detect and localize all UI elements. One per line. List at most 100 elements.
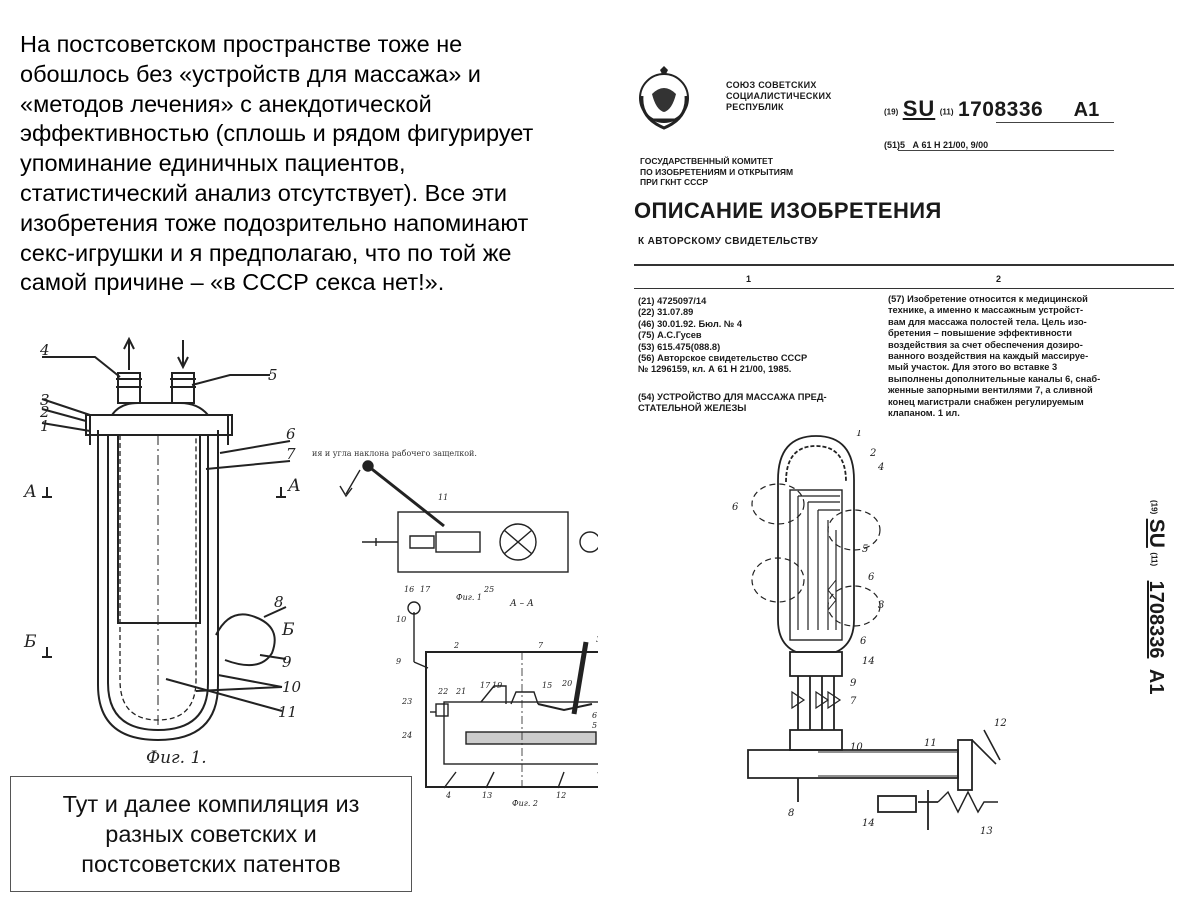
patent-page: СОЮЗ СОВЕТСКИХ СОЦИАЛИСТИЧЕСКИХ РЕСПУБЛИ…: [598, 30, 1200, 900]
patent-number: (19) SU (11) 1708336 A1: [884, 96, 1099, 122]
label-4: 4: [39, 341, 50, 359]
committee-line: ПО ИЗОБРЕТЕНИЯМ И ОТКРЫТИЯМ: [640, 166, 794, 177]
mid-label-5: 5: [592, 721, 597, 730]
biblio-line: (53) 615.475(088.8): [638, 341, 721, 352]
right-label-12: 12: [994, 718, 1007, 729]
document-subtitle: К АВТОРСКОМУ СВИДЕТЕЛЬСТВУ: [638, 236, 819, 247]
committee-line: ГОСУДАРСТВЕННЫЙ КОМИТЕТ: [640, 156, 773, 166]
right-label-1: 1: [856, 430, 862, 439]
right-label-7: 7: [850, 696, 857, 707]
column-1-number: 1: [746, 274, 752, 284]
mid-label-10: 10: [396, 615, 406, 624]
abstract-line: ванного воздействия на каждый массируе-: [888, 351, 1089, 362]
ipc-value: А 61 Н 21/00, 9/00: [912, 140, 989, 150]
mid-label-17: 17: [420, 585, 431, 594]
compilation-note-text: Тут и далее компиляция из разных советск…: [62, 791, 360, 877]
right-label-6b: 6: [868, 572, 875, 583]
ipc-underline: [898, 150, 1114, 151]
fig-middle-fig2-caption: Фиг. 2: [512, 799, 538, 808]
abstract-line: выполнены дополнительные каналы 6, снаб-: [888, 373, 1101, 384]
mid-label-9: 9: [396, 657, 401, 666]
figure-massager-drawing: 1 2 4 6 5 6 3 6 14 9 7 10 11 12 8 14 13: [732, 430, 1007, 837]
right-label-5: 5: [862, 544, 868, 555]
ipc-class: (51)5 А 61 Н 21/00, 9/00: [884, 140, 988, 150]
committee-line: ПРИ ГКНТ СССР: [640, 177, 709, 187]
intro-line: На постсоветском пространстве тоже не: [20, 31, 463, 57]
intro-line: упоминание единичных пациентов,: [20, 150, 406, 177]
abstract-line: воздействия за счет обеспечения дозиро-: [888, 339, 1083, 350]
right-label-3: 3: [878, 600, 884, 611]
committee-label: ГОСУДАРСТВЕННЫЙ КОМИТЕТ ПО ИЗОБРЕТЕНИЯМ …: [640, 156, 840, 188]
abstract-line: мый участок. Для этого во вставке 3: [888, 362, 1058, 373]
mid-label-16: 16: [404, 585, 414, 594]
ussr-emblem-icon: [639, 66, 689, 130]
right-label-4: 4: [877, 462, 884, 473]
right-label-14b: 14: [862, 818, 875, 829]
ussr-line: РЕСПУБЛИК: [726, 102, 784, 112]
ussr-line: СОЦИАЛИСТИЧЕСКИХ: [726, 91, 832, 101]
mid-label-6: 6: [592, 711, 597, 720]
label-6: 6: [286, 425, 296, 443]
mid-label-2: 2: [453, 641, 459, 650]
patno-underline: [996, 122, 1114, 123]
label-2: 2: [39, 403, 50, 421]
vertical-patent-number-value: 1708336: [1145, 580, 1167, 659]
mid-label-15: 15: [542, 681, 552, 690]
ussr-line: СОЮЗ СОВЕТСКИХ: [726, 80, 817, 90]
intro-line: изобретения тоже подозрительно напоминаю…: [20, 209, 529, 236]
section-a-right: А: [287, 476, 301, 496]
abstract-line: бретения – повышение эффективности: [888, 328, 1072, 339]
mid-label-17b: 17: [480, 681, 491, 690]
mid-label-7: 7: [538, 641, 544, 650]
label-8: 8: [274, 593, 284, 611]
fig-middle-fig1-caption: Фиг. 1: [456, 593, 482, 602]
divider-top: [634, 264, 1174, 266]
vertical-patent-number: (19) SU (11) 1708336 A1: [1134, 500, 1168, 840]
right-label-8: 8: [788, 808, 794, 819]
abstract-line: технике, а именно к массажным устройст-: [888, 305, 1084, 316]
figure-lever-drawing: ия и угла наклона рабочего защелкой. 11: [312, 449, 667, 808]
right-label-14a: 14: [862, 656, 875, 667]
figure-vessel-drawing: 4 5 3 2 1 6 7 8 9 10 11 А А Б Б Фиг. 1.: [23, 336, 302, 768]
mid-label-25: 25: [483, 585, 494, 594]
abstract-line: (57) Изобретение относится к медицинской: [888, 294, 1088, 304]
patent-kind: A1: [1073, 99, 1100, 121]
label-7: 7: [286, 445, 296, 463]
code-19: (19): [884, 107, 899, 117]
intro-line: самой причине – «в СССР секса нет!».: [20, 269, 445, 296]
ussr-label: СОЮЗ СОВЕТСКИХ СОЦИАЛИСТИЧЕСКИХ РЕСПУБЛИ…: [726, 80, 846, 113]
bibliographic-data: (21) 4725097/14 (22) 31.07.89 (46) 30.01…: [638, 296, 848, 376]
abstract-line: конец магистрали снабжен регулируемым: [888, 396, 1084, 407]
mid-label-4: 4: [445, 791, 451, 800]
intro-line: обошлось без «устройств для массажа» и: [20, 60, 481, 87]
biblio-line: (75) А.С.Гусев: [638, 330, 702, 341]
biblio-line: (21) 4725097/14: [638, 296, 707, 306]
intro-line: эффективностью (сплошь и рядом фигурируе…: [20, 120, 534, 147]
right-label-11: 11: [924, 738, 937, 749]
vertical-patent-kind: A1: [1145, 668, 1167, 695]
label-1: 1: [40, 417, 50, 435]
biblio-line: (22) 31.07.89: [638, 307, 694, 318]
mid-label-21: 21: [455, 687, 466, 696]
right-label-13: 13: [980, 826, 993, 837]
invention-title-line: (54) УСТРОЙСТВО ДЛЯ МАССАЖА ПРЕД-: [638, 392, 827, 402]
right-label-2: 2: [869, 448, 876, 459]
abstract: (57) Изобретение относится к медицинской…: [888, 294, 1116, 419]
mid-label-12: 12: [556, 791, 566, 800]
label-11: 11: [278, 703, 297, 721]
country-code: SU: [902, 96, 936, 121]
vertical-code-11: (11): [1149, 552, 1159, 567]
section-b-left: Б: [23, 632, 37, 652]
biblio-line: № 1296159, кл. А 61 Н 21/00, 1985.: [638, 364, 792, 375]
mid-label-11: 11: [438, 493, 448, 502]
abstract-line: женные запорными вентилями 7, а сливной: [888, 385, 1093, 396]
section-a-left: А: [23, 482, 37, 502]
mid-label-13: 13: [482, 791, 492, 800]
compilation-note-box: Тут и далее компиляция из разных советск…: [10, 776, 412, 892]
vertical-country-code: SU: [1145, 518, 1168, 548]
label-5: 5: [268, 366, 278, 384]
right-label-6c: 6: [860, 636, 867, 647]
fig-left-caption: Фиг. 1.: [146, 748, 207, 768]
mid-label-19: 19: [492, 681, 502, 690]
abstract-line: клапаном. 1 ил.: [888, 408, 960, 419]
